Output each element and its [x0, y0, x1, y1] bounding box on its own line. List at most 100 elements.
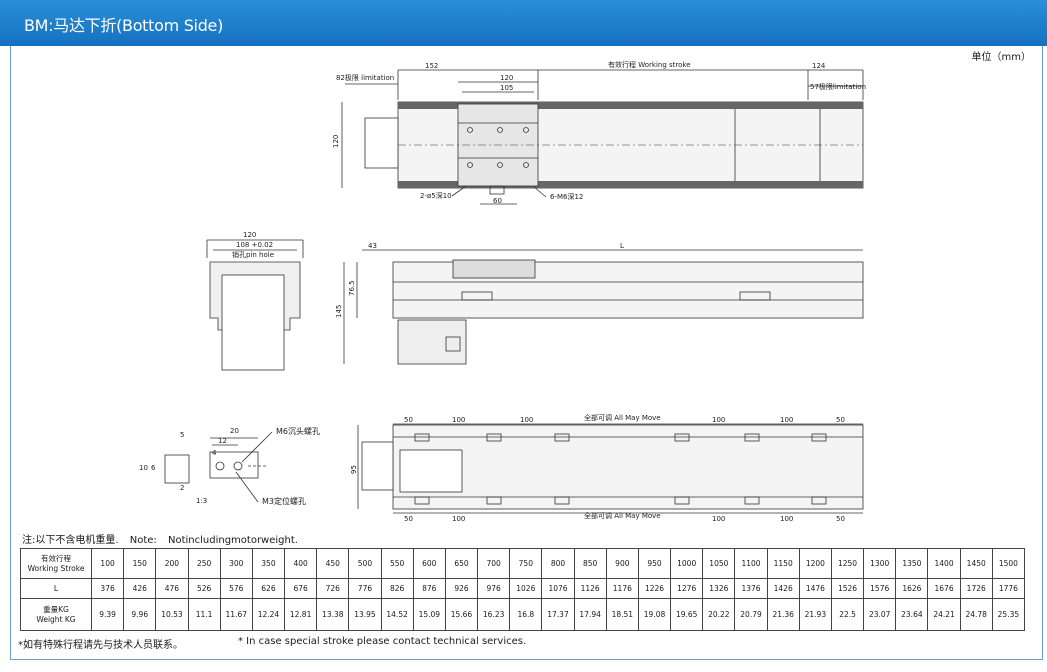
cell-weight: 12.24: [251, 598, 286, 631]
bottom-all-move: 全部可调 All May Move: [584, 413, 661, 422]
cell-stroke: 350: [251, 548, 286, 579]
cell-weight: 16.8: [509, 598, 543, 631]
dim-working-stroke: 有效行程 Working stroke: [608, 60, 691, 69]
bottom-dim-50c: 50: [404, 515, 413, 523]
dim-120-vertical: 120: [332, 135, 340, 148]
cell-length: 526: [187, 578, 221, 599]
bottom-dim-100g: 100: [780, 515, 793, 523]
detail-m3-label: M3定位螺孔: [262, 496, 306, 506]
cell-weight: 11.1: [187, 598, 221, 631]
cell-weight: 21.36: [766, 598, 800, 631]
bottom-all-move-b: 全部可调 All May Move: [584, 511, 661, 520]
cell-length: 1776: [991, 578, 1026, 599]
detail-view: 5 10 6 2 20 12 4 M6沉头螺孔 M3定位螺孔 1:3: [139, 426, 320, 506]
cell-weight: 21.93: [798, 598, 832, 631]
cell-weight: 11.67: [219, 598, 253, 631]
side-dim-43: 43: [368, 242, 377, 250]
end-view: 120 108 +0.02 销孔pin hole: [206, 231, 304, 371]
cell-length: 1676: [927, 578, 961, 599]
cell-stroke: 1000: [670, 548, 704, 579]
cell-stroke: 1150: [766, 548, 800, 579]
bottom-dim-100e: 100: [452, 515, 465, 523]
row-header-stroke: 有效行程 Working Stroke: [20, 548, 92, 579]
cell-length: 876: [412, 578, 446, 599]
cell-length: 776: [348, 578, 382, 599]
dim-120-top: 120: [500, 74, 513, 82]
cell-length: 376: [90, 578, 125, 599]
cell-stroke: 600: [412, 548, 446, 579]
dim-105: 105: [500, 84, 513, 92]
cell-length: 1726: [959, 578, 993, 599]
cell-length: 1526: [830, 578, 865, 599]
cell-length: 1326: [702, 578, 736, 599]
title-bar: BM:马达下折(Bottom Side): [0, 0, 1047, 46]
bottom-dim-100c: 100: [712, 416, 725, 424]
bottom-dim-50d: 50: [836, 515, 845, 523]
cell-stroke: 1450: [959, 548, 993, 579]
cell-stroke: 250: [187, 548, 221, 579]
cell-length: 1176: [605, 578, 639, 599]
bottom-dim-100f: 100: [712, 515, 725, 523]
cell-stroke: 450: [316, 548, 350, 579]
cell-weight: 13.38: [316, 598, 350, 631]
side-view: 43 L 145 76.5: [335, 242, 864, 365]
row-header-stroke-en: Working Stroke: [27, 563, 85, 573]
hole-right-label: 6-M6深12: [550, 192, 583, 201]
bottom-dim-100d: 100: [780, 416, 793, 424]
footer-note-en: * In case special stroke please contact …: [238, 636, 527, 647]
cell-weight: 24.78: [959, 598, 993, 631]
bottom-dim-50b: 50: [836, 416, 845, 424]
detail-dim-5: 5: [180, 431, 184, 439]
cell-stroke: 1500: [991, 548, 1026, 579]
detail-dim-6: 6: [151, 464, 156, 472]
row-header-weight-cn: 重量KG: [43, 604, 69, 614]
row-header-weight: 重量KG Weight KG: [20, 598, 92, 631]
dim-60: 60: [493, 197, 502, 205]
cell-weight: 20.79: [734, 598, 768, 631]
cell-weight: 20.22: [702, 598, 736, 631]
label-82-limitation: 82极限 limitation: [336, 73, 394, 82]
cell-length: 476: [155, 578, 189, 599]
cell-stroke: 650: [444, 548, 479, 579]
cell-stroke: 700: [477, 548, 511, 579]
cell-stroke: 950: [637, 548, 672, 579]
cell-weight: 22.5: [830, 598, 865, 631]
detail-dim-10: 10: [139, 464, 148, 472]
cell-length: 1076: [541, 578, 575, 599]
cell-length: 976: [477, 578, 511, 599]
hole-left-label: 2-ø5深10: [420, 191, 452, 200]
detail-dim-4: 4: [212, 449, 217, 457]
cell-length: 1576: [863, 578, 897, 599]
cell-stroke: 1350: [895, 548, 929, 579]
cell-length: 1226: [637, 578, 672, 599]
cell-stroke: 200: [155, 548, 189, 579]
cell-weight: 10.53: [155, 598, 189, 631]
cell-weight: 17.37: [541, 598, 575, 631]
cell-stroke: 1100: [734, 548, 768, 579]
cell-length: 826: [380, 578, 414, 599]
cell-stroke: 100: [90, 548, 125, 579]
side-dim-145: 145: [335, 305, 343, 318]
cell-length: 1276: [670, 578, 704, 599]
cell-stroke: 1050: [702, 548, 736, 579]
cell-weight: 9.96: [123, 598, 157, 631]
detail-m6-label: M6沉头螺孔: [276, 426, 320, 436]
cell-weight: 24.21: [927, 598, 961, 631]
detail-scale: 1:3: [196, 497, 207, 505]
cell-length: 1126: [573, 578, 607, 599]
dim-152: 152: [425, 62, 438, 70]
cell-length: 1476: [798, 578, 832, 599]
row-header-weight-en: Weight KG: [36, 614, 76, 624]
cell-stroke: 300: [219, 548, 253, 579]
cell-weight: 14.52: [380, 598, 414, 631]
cell-stroke: 750: [509, 548, 543, 579]
cell-length: 726: [316, 578, 350, 599]
bottom-dim-95: 95: [350, 465, 358, 474]
cell-weight: 17.94: [573, 598, 607, 631]
cell-length: 626: [251, 578, 286, 599]
cell-length: 926: [444, 578, 479, 599]
cell-weight: 15.66: [444, 598, 479, 631]
cell-length: 1626: [895, 578, 929, 599]
cell-length: 1376: [734, 578, 768, 599]
